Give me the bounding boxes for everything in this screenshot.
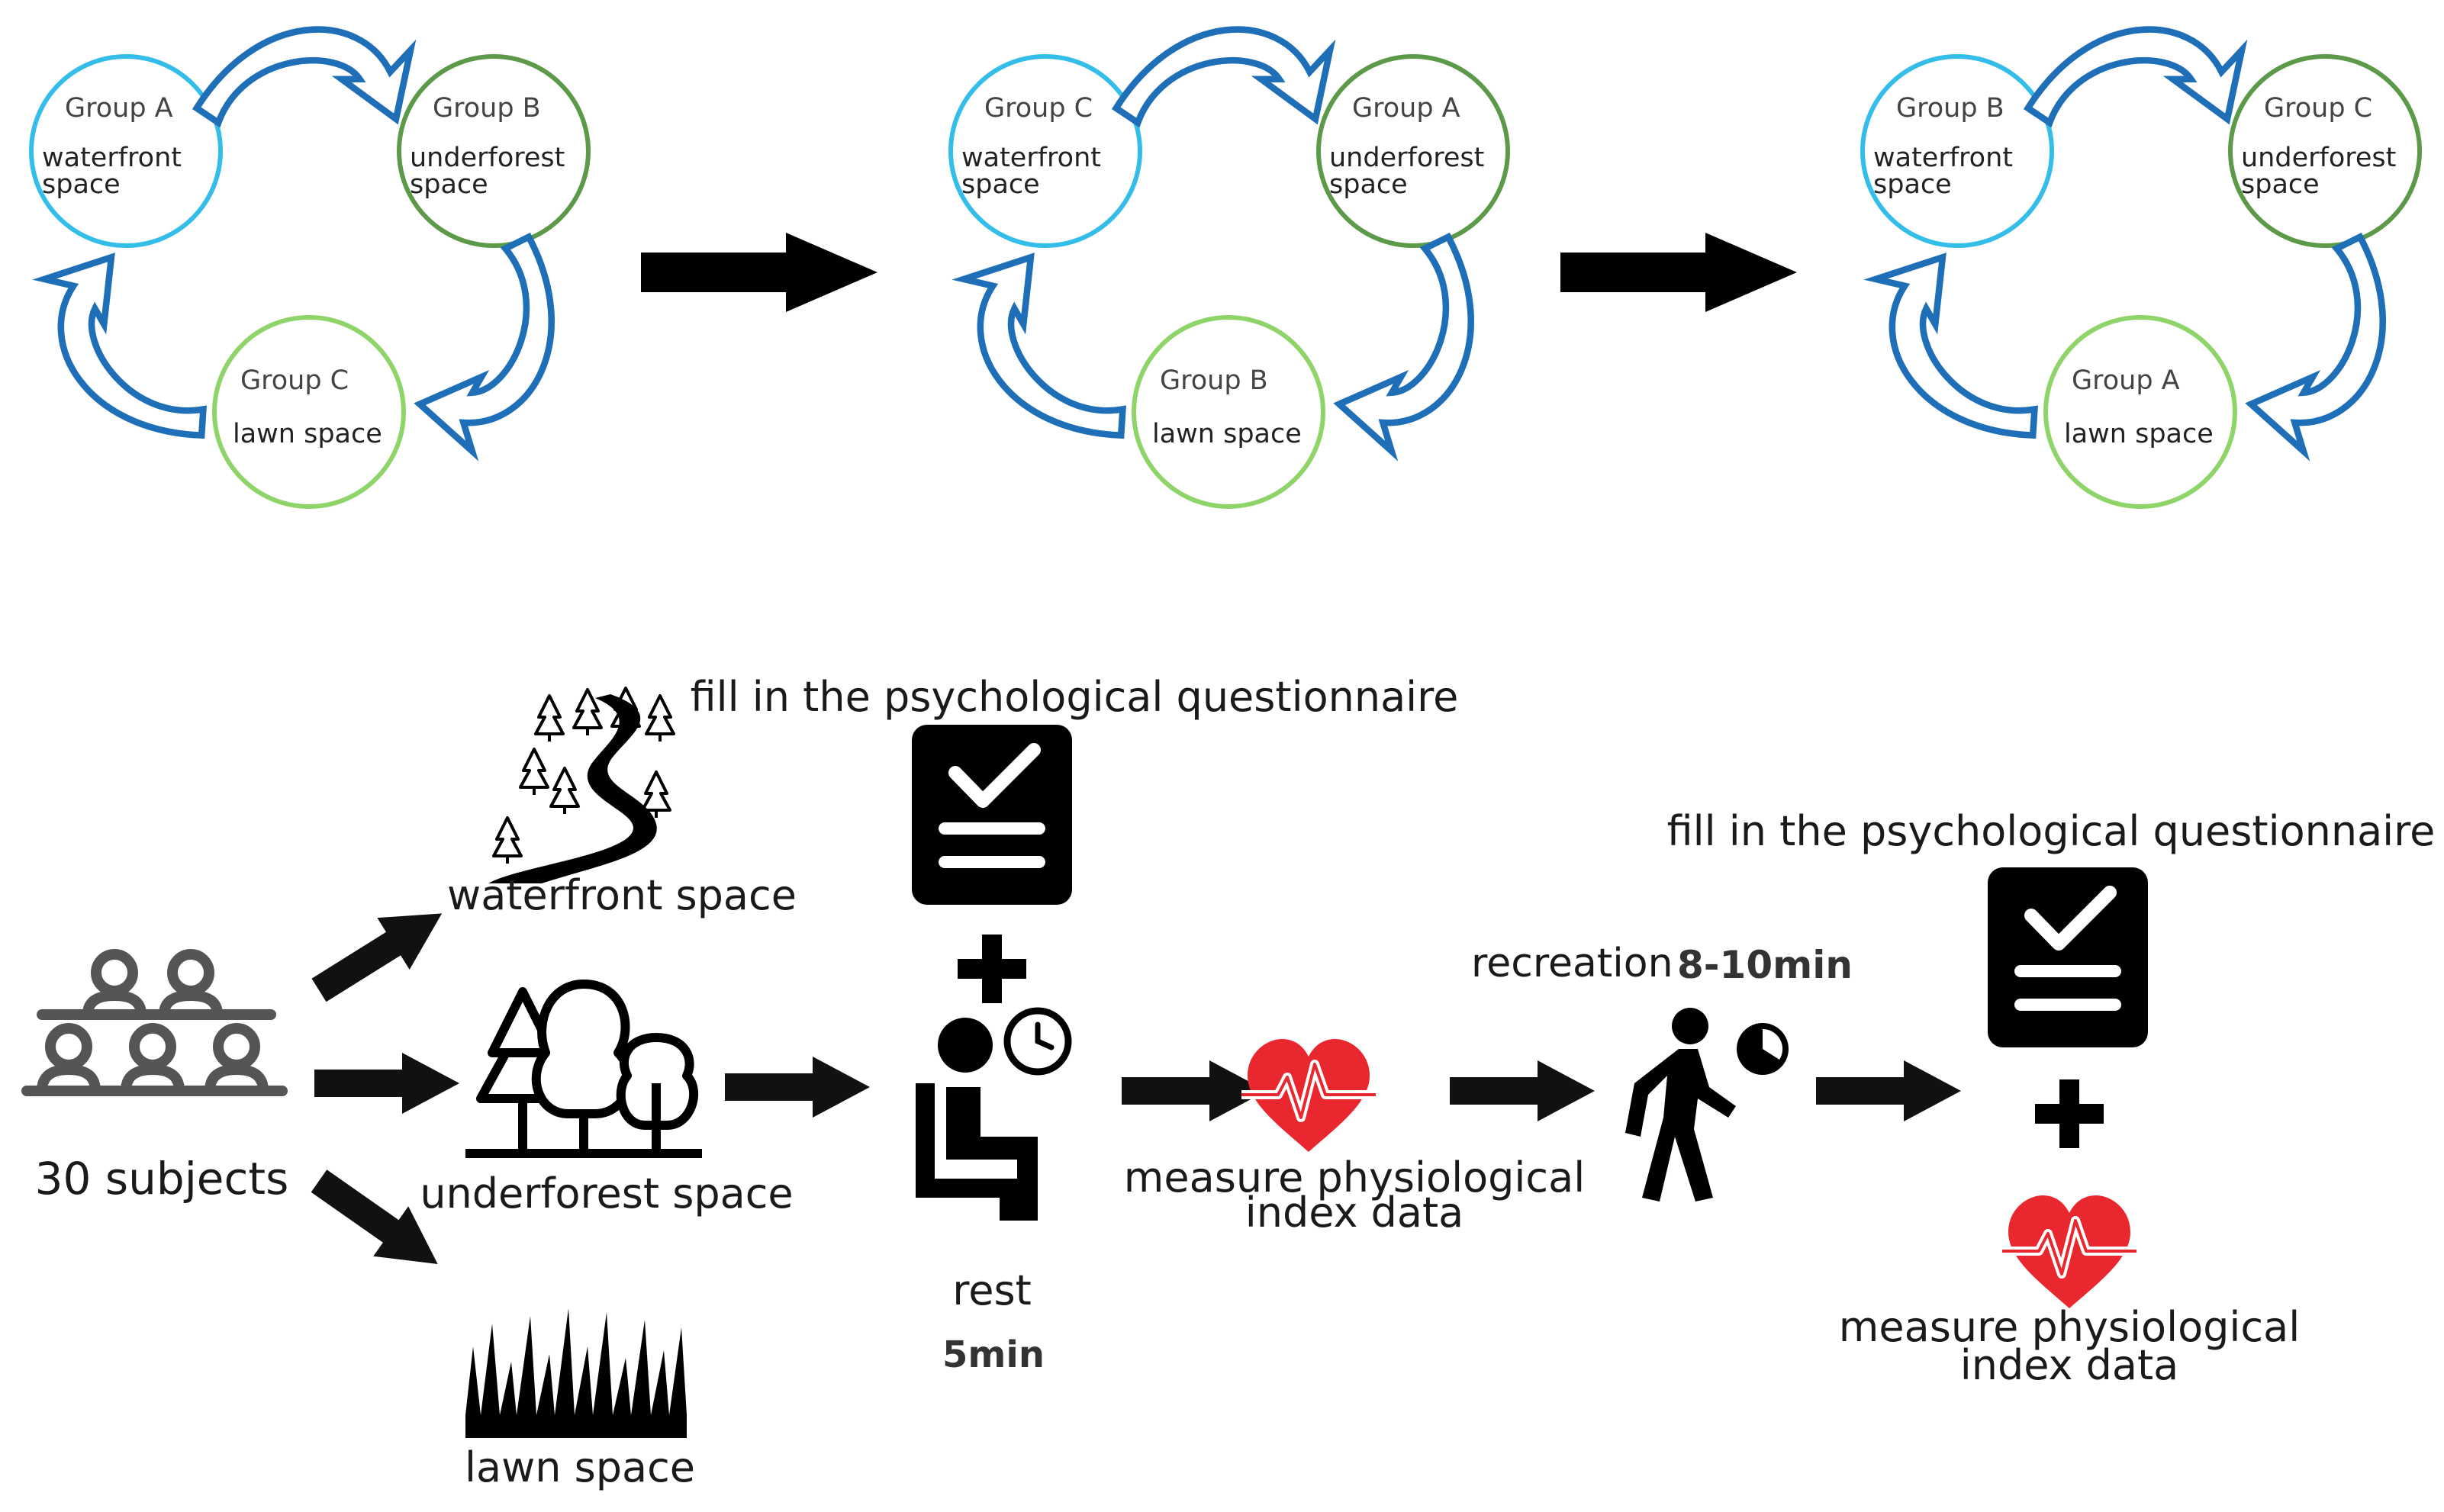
forest-trees-icon <box>465 980 702 1158</box>
group-label: Group B <box>1896 93 2004 124</box>
group-label: Group C <box>240 365 349 396</box>
measure-2-line2: index data <box>1960 1341 2179 1389</box>
space-label: space <box>2241 169 2320 200</box>
curved-arrow-icon <box>2028 30 2242 123</box>
measure-1-line1: measure physiological <box>1124 1153 1585 1202</box>
grass-icon <box>465 1308 687 1438</box>
walking-person-icon <box>1625 1008 1736 1202</box>
heartbeat-icon <box>1241 1039 1376 1152</box>
clipboard-check-icon <box>912 725 1072 905</box>
questionnaire-label-1: fill in the psychological questionnaire <box>691 673 1459 721</box>
space-label: space <box>1873 169 1952 200</box>
group-label: Group A <box>65 93 173 124</box>
group-label: Group A <box>1352 93 1460 124</box>
curved-arrow-icon <box>27 243 214 475</box>
waterfront-space-circle <box>29 54 223 248</box>
measure-2-line1: measure physiological <box>1839 1303 2300 1351</box>
underforest-space-circle <box>2228 54 2422 248</box>
space-label: space <box>410 169 488 200</box>
space-label: waterfront <box>1873 143 2013 173</box>
lawn-space-circle <box>1132 315 1325 509</box>
space-label: waterfront <box>42 143 182 173</box>
curved-arrow-icon <box>1858 243 2046 475</box>
right-arrow-icon <box>302 887 459 1016</box>
space-label: space <box>961 169 1040 200</box>
waterfront-space-label: waterfront space <box>447 871 797 919</box>
right-arrow-icon <box>314 1053 459 1114</box>
space-label: underforest <box>2241 143 2396 173</box>
right-arrow-icon <box>1450 1060 1595 1121</box>
right-arrow-icon <box>641 233 877 312</box>
timer-icon <box>1737 1023 1789 1075</box>
space-label: underforest <box>410 143 565 173</box>
river-trees-icon <box>488 687 675 883</box>
lawn-space-circle <box>2043 315 2237 509</box>
waterfront-space-circle <box>1860 54 2054 248</box>
space-label: lawn space <box>2064 419 2214 449</box>
recreation-label: recreation <box>1471 941 1673 986</box>
right-arrow-icon <box>1816 1060 1961 1121</box>
curved-arrow-icon <box>2240 230 2428 462</box>
underforest-space-circle <box>397 54 591 248</box>
measure-1-line2: index data <box>1245 1189 1464 1237</box>
curved-arrow-icon <box>1116 30 1330 123</box>
seated-person-icon <box>916 1018 1038 1221</box>
right-arrow-icon <box>1560 233 1797 312</box>
clipboard-check-icon <box>1988 867 2148 1047</box>
underforest-space-circle <box>1316 54 1510 248</box>
right-arrow-icon <box>725 1057 870 1118</box>
curved-arrow-icon <box>946 243 1134 475</box>
space-label: lawn space <box>233 419 382 449</box>
underforest-space-label: underforest space <box>420 1169 793 1218</box>
rest-time: 5min <box>942 1333 1045 1376</box>
group-label: Group B <box>1160 365 1268 396</box>
group-label: Group B <box>433 93 541 124</box>
space-label: underforest <box>1329 143 1484 173</box>
lawn-space-circle <box>212 315 406 509</box>
lawn-space-label: lawn space <box>465 1443 695 1491</box>
rest-label: rest <box>952 1266 1032 1314</box>
space-label: waterfront <box>961 143 1101 173</box>
space-label: lawn space <box>1152 419 1302 449</box>
waterfront-space-circle <box>948 54 1142 248</box>
plus-icon <box>2035 1079 2104 1148</box>
space-label: space <box>42 169 121 200</box>
subjects-label: 30 subjects <box>35 1153 289 1205</box>
curved-arrow-icon <box>1328 230 1516 462</box>
group-label: Group A <box>2072 365 2180 396</box>
people-group-icon <box>21 949 288 1096</box>
group-label: Group C <box>2264 93 2372 124</box>
heartbeat-icon <box>2002 1195 2136 1308</box>
questionnaire-label-2: fill in the psychological questionnaire <box>1667 807 2436 855</box>
curved-arrow-icon <box>197 30 411 123</box>
curved-arrow-icon <box>409 230 597 462</box>
plus-icon <box>958 935 1026 1003</box>
recreation-time: 8-10min <box>1677 943 1853 987</box>
space-label: space <box>1329 169 1408 200</box>
group-label: Group C <box>984 93 1093 124</box>
clock-icon <box>1003 1007 1072 1076</box>
